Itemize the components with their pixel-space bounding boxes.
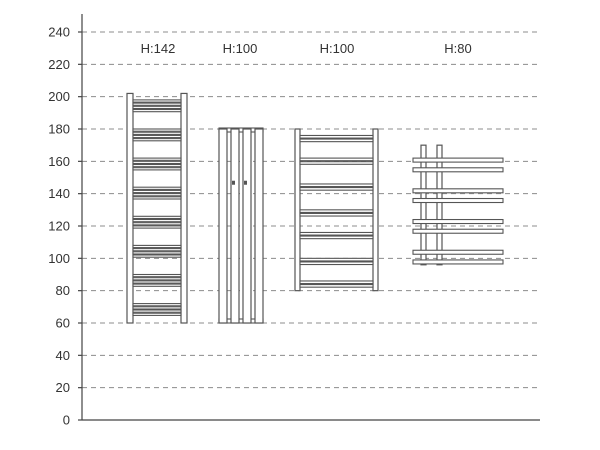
radiator-1-bar [132, 167, 182, 171]
radiator-1-bar [132, 105, 182, 110]
radiator-1-right-rail [180, 92, 188, 324]
radiator-1-bar [132, 303, 182, 307]
radiator-4-bar [412, 188, 504, 194]
radiator-1-bar [132, 248, 182, 252]
radiator-1-bar [132, 160, 182, 165]
y-tick-label: 20 [56, 380, 70, 395]
y-tick-label: 220 [48, 57, 70, 72]
radiator-1-left-rail [126, 92, 134, 324]
y-tick-label: 100 [48, 251, 70, 266]
radiator-1-bar [132, 189, 182, 194]
radiator-1-bar [132, 163, 182, 168]
radiator-2-valve [244, 180, 247, 185]
radiator-1-bar [132, 196, 182, 200]
y-tick-label: 80 [56, 283, 70, 298]
radiator-1-bar [132, 157, 182, 161]
radiator-3-bar [299, 231, 374, 236]
radiator-1-bar [132, 306, 182, 310]
radiator-3-left-rail [294, 128, 301, 292]
height-label: H:142 [141, 41, 176, 56]
y-tick-label: 40 [56, 348, 70, 363]
radiator-1-bar [132, 218, 182, 223]
radiator-1-bar [132, 273, 182, 278]
radiator-4-bar [412, 157, 504, 163]
height-label: H:100 [320, 41, 355, 56]
y-tick-label: 120 [48, 219, 70, 234]
radiator-3-bar [299, 161, 374, 165]
radiator-4-bar [412, 197, 504, 204]
radiator-3-bar [299, 212, 374, 217]
radiator-2-tube [230, 128, 240, 324]
radiator-1-bar [132, 312, 182, 316]
radiator-1-bar [132, 128, 182, 132]
y-tick-label: 200 [48, 89, 70, 104]
radiator-1-bar [132, 244, 182, 249]
y-tick-label: 60 [56, 316, 70, 331]
radiator-1-bar [132, 277, 182, 281]
radiator-3-bar [299, 261, 374, 266]
y-tick-label: 0 [63, 413, 70, 428]
radiator-1-bar [132, 186, 182, 190]
radiator-1-bar [132, 280, 182, 284]
radiator-1-bar [132, 108, 182, 113]
radiator-2-valve [232, 180, 235, 185]
radiator-4-rail [436, 144, 443, 266]
radiator-3-bar [299, 138, 374, 143]
height-label: H:100 [223, 41, 258, 56]
radiator-1-bar [132, 225, 182, 229]
radiator-3-bar [299, 183, 374, 188]
radiator-1-bar [132, 102, 182, 106]
radiator-1-bar [132, 283, 182, 287]
radiator-3-bar [299, 284, 374, 288]
radiator-1-bar [132, 254, 182, 258]
radiator-1-bar [132, 251, 182, 255]
radiator-2-tube [218, 128, 228, 324]
radiator-1-bar [132, 309, 182, 313]
radiator-4-bar [412, 259, 504, 265]
radiator-3-bar [299, 187, 374, 191]
radiator-1-bar [132, 222, 182, 226]
radiator-1-bar [132, 193, 182, 197]
y-tick-label: 180 [48, 122, 70, 137]
radiator-1-bar [132, 215, 182, 220]
radiator-1-bar [132, 134, 182, 139]
radiator-3-bar [299, 257, 374, 262]
radiator-4-bar [412, 167, 504, 173]
radiator-3-bar [299, 157, 374, 162]
radiator-2-tube [242, 128, 252, 324]
radiator-2-tube [254, 128, 264, 324]
radiator-1-bar [132, 99, 182, 103]
radiator-3-bar [299, 209, 374, 213]
radiator-4-bar [412, 249, 504, 255]
radiator-3-bar [299, 280, 374, 285]
radiator-1-bar [132, 131, 182, 135]
y-tick-label: 140 [48, 186, 70, 201]
y-tick-label: 240 [48, 25, 70, 40]
radiator-3-bar [299, 134, 374, 139]
radiator-4-rail [420, 144, 427, 266]
radiator-1-bar [132, 138, 182, 142]
radiator-3-bar [299, 235, 374, 240]
radiator-4-bar [412, 228, 504, 234]
y-tick-label: 160 [48, 154, 70, 169]
height-label: H:80 [444, 41, 471, 56]
radiator-4-bar [412, 218, 504, 225]
radiator-3-right-rail [372, 128, 379, 292]
